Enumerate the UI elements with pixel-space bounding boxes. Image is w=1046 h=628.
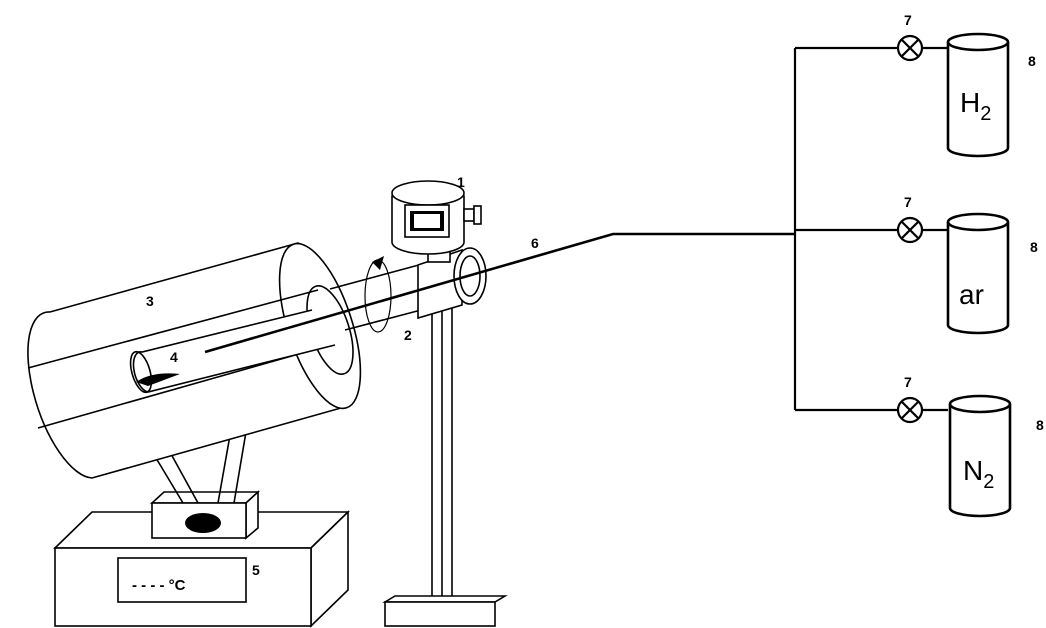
label-furnace: 3 [146, 293, 154, 309]
lab-stand [382, 299, 508, 627]
label-motor: 1 [457, 174, 465, 190]
label-valve-ar: 7 [904, 194, 912, 210]
label-valve-n2: 7 [904, 374, 912, 390]
label-cylinder-n2: 8 [1036, 417, 1044, 433]
temperature-controller: - - - - °C [53, 510, 350, 628]
cylinder-n2: N2 [948, 394, 1012, 518]
gas-line [204, 232, 795, 354]
heating-block [149, 490, 261, 540]
gas-manifold [793, 46, 948, 412]
cylinder-h2-label: H2 [960, 87, 991, 125]
motor-display-window [414, 214, 440, 228]
rotation-arrow [364, 256, 392, 333]
cylinder-ar: ar [946, 212, 1010, 335]
label-temp-controller: 5 [252, 562, 260, 578]
label-rotation: 2 [404, 327, 412, 343]
motor-knob [463, 208, 475, 222]
temperature-readout: - - - - °C [132, 577, 186, 594]
label-cylinder-h2: 8 [1028, 53, 1036, 69]
valve-n2[interactable] [896, 396, 924, 424]
label-valve-h2: 7 [904, 12, 912, 28]
cylinder-h2: H2 [946, 32, 1010, 158]
valve-ar[interactable] [896, 216, 924, 244]
label-sample-tube: 4 [170, 349, 178, 365]
temperature-readout-box [117, 557, 247, 603]
motor [391, 180, 482, 255]
valve-h2[interactable] [896, 34, 924, 62]
label-cylinder-ar: 8 [1030, 239, 1038, 255]
heating-element [185, 513, 221, 533]
quartz-tube [129, 309, 336, 394]
cylinder-ar-label: ar [959, 279, 984, 310]
cylinder-n2-label: N2 [963, 455, 994, 493]
sample-powder [136, 373, 180, 386]
label-gas-line: 6 [531, 235, 539, 251]
